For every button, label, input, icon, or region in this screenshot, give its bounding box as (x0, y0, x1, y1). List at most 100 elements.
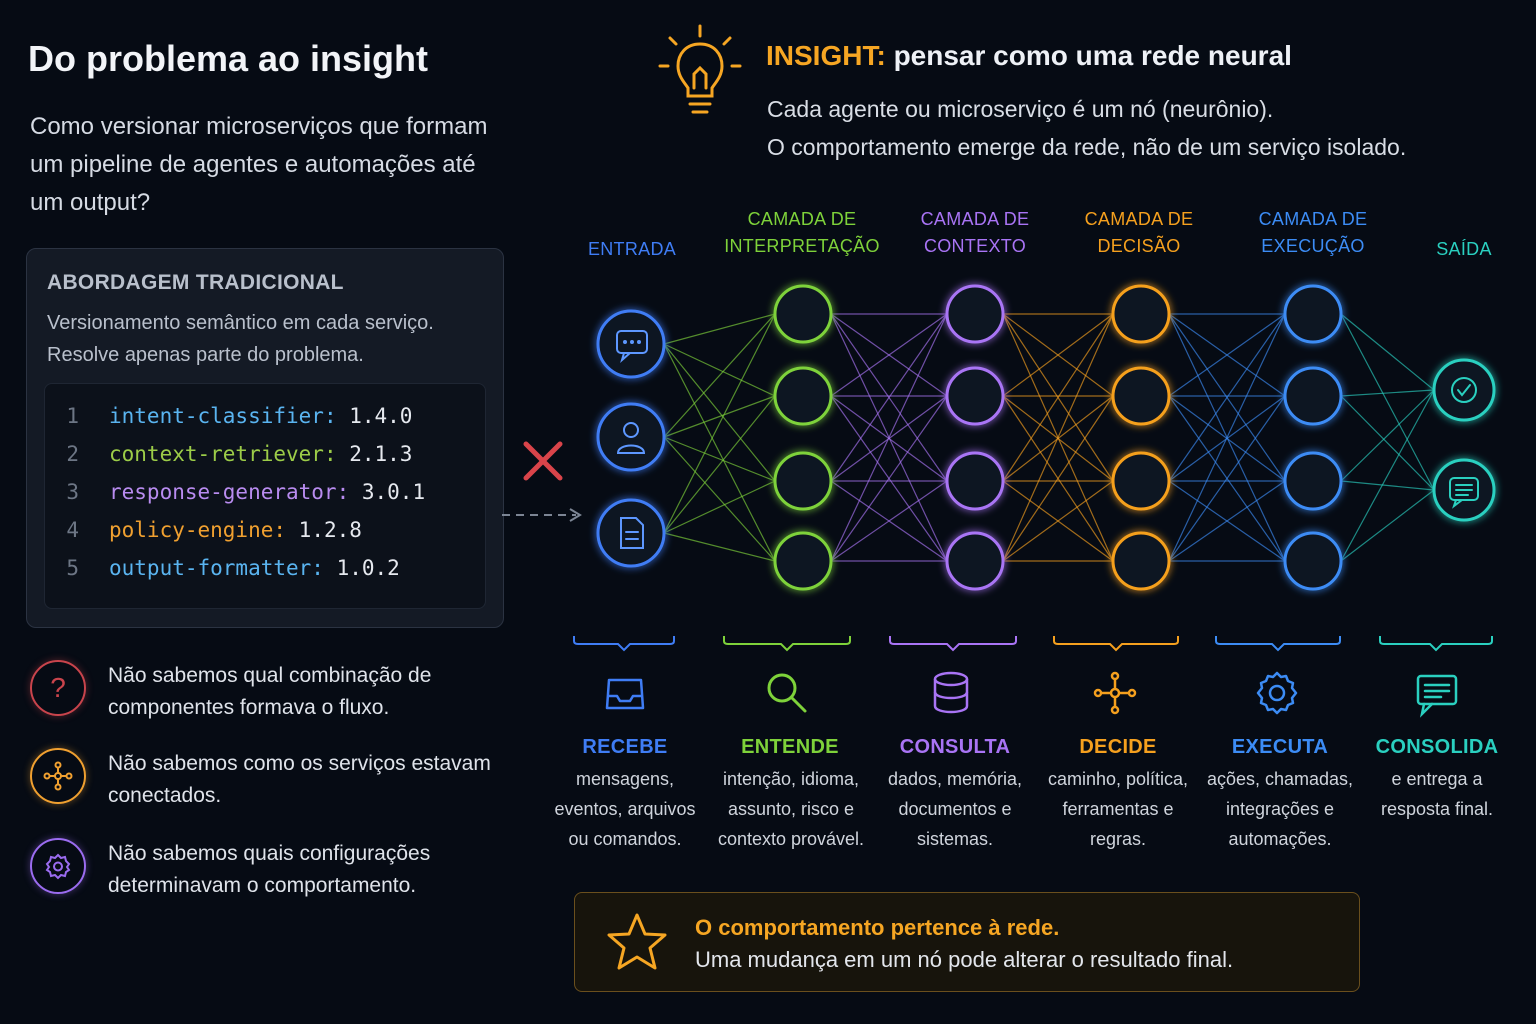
connection-edge (1168, 313, 1286, 562)
connection-edge (663, 532, 776, 562)
line-number: 3 (66, 480, 79, 504)
service-version: 1.0.2 (336, 556, 400, 580)
insight-line1: Cada agente ou microserviço é um nó (neu… (767, 96, 1274, 122)
network-node (1283, 366, 1343, 426)
connection-edge (1340, 395, 1435, 491)
code-entry: policy-engine: 1.2.8 (109, 518, 362, 542)
decision-network-icon (1093, 671, 1137, 715)
service-version: 2.1.3 (349, 442, 413, 466)
connection-edge (830, 313, 948, 397)
code-entry: intent-classifier: 1.4.0 (109, 404, 413, 428)
service-name: context-retriever (109, 442, 324, 466)
traditional-desc-line1: Versionamento semântico em cada serviço. (47, 312, 434, 334)
inbox-icon (605, 678, 645, 710)
connection-edge (1168, 395, 1286, 562)
service-version: 3.0.1 (361, 480, 426, 504)
insight-label: INSIGHT: (766, 40, 886, 71)
connection-edge (663, 313, 776, 438)
service-name: output-formatter (109, 556, 312, 580)
connection-edge (830, 395, 948, 562)
svg-text:?: ? (50, 673, 66, 703)
line-number: 4 (66, 518, 79, 542)
connection-edge (663, 343, 776, 482)
line-number: 2 (66, 442, 79, 466)
column-brace (573, 636, 675, 652)
conclusion-panel: O comportamento pertence à rede. Uma mud… (574, 892, 1360, 992)
connection-edge (1340, 313, 1435, 491)
traditional-approach-panel: ABORDAGEM TRADICIONAL Versionamento semâ… (26, 248, 504, 628)
lightbulb-icon (658, 24, 742, 114)
network-node (773, 451, 833, 511)
action-title-consulta: CONSULTA (899, 736, 1011, 758)
traditional-title: ABORDAGEM TRADICIONAL (47, 271, 344, 294)
check-circle-icon (1451, 377, 1477, 403)
service-version: 1.4.0 (349, 404, 413, 428)
connection-edge (1340, 489, 1435, 562)
layer-label-saida: SAÍDA (1436, 239, 1492, 259)
connection-edge (1168, 313, 1286, 397)
code-entry: response-generator: 3.0.1 (109, 480, 426, 504)
network-icon (30, 748, 86, 804)
problem-text: Não sabemos quais configurações determin… (108, 842, 431, 897)
service-name: policy-engine (109, 518, 274, 542)
action-title-consolida: CONSOLIDA (1375, 736, 1499, 758)
connection-edge (1340, 480, 1435, 491)
layer-label-entrada: ENTRADA (587, 239, 677, 259)
problem-text: Não sabemos como os serviços estavam con… (108, 752, 491, 807)
network-node (945, 531, 1005, 591)
connection-edge (663, 395, 776, 534)
code-entry: context-retriever: 2.1.3 (109, 442, 413, 466)
connection-edge (663, 343, 776, 562)
message-icon (1449, 477, 1479, 509)
traditional-description: Versionamento semântico em cada serviço.… (47, 307, 434, 371)
service-name: intent-classifier (109, 404, 324, 428)
dashed-arrow-icon (502, 508, 582, 522)
problem-text: Não sabemos qual combinação de component… (108, 664, 432, 719)
network-node (596, 309, 666, 379)
column-brace (1053, 636, 1179, 652)
chat-lines-icon (1416, 674, 1458, 718)
connection-edge (1002, 313, 1114, 397)
connection-edge (1340, 389, 1435, 562)
connection-edge (1340, 389, 1435, 397)
network-node (945, 284, 1005, 344)
line-number: 5 (66, 556, 79, 580)
gear-icon (1256, 671, 1298, 715)
service-name: response-generator (109, 480, 337, 504)
connection-edge (663, 313, 776, 534)
column-brace (723, 636, 851, 652)
search-icon (767, 673, 807, 713)
star-icon (607, 913, 667, 970)
connection-edge (1002, 480, 1114, 562)
insight-title: pensar como uma rede neural (893, 40, 1292, 71)
insight-line2: O comportamento emerge da rede, não de u… (767, 134, 1407, 160)
connection-edge (663, 436, 776, 562)
page-title: Do problema ao insight (28, 38, 429, 79)
question-icon: ? (30, 660, 86, 716)
network-node (1283, 531, 1343, 591)
column-brace (889, 636, 1017, 652)
database-icon (933, 671, 969, 714)
settings-icon (30, 838, 86, 894)
action-title-entende: ENTENDE (741, 736, 839, 758)
connection-edge (1168, 480, 1286, 562)
action-title-executa: EXECUTA (1231, 736, 1329, 758)
input-icons (616, 330, 648, 549)
network-node (1432, 358, 1496, 422)
network-node (1283, 451, 1343, 511)
conclusion-subtitle: Uma mudança em um nó pode alterar o resu… (695, 947, 1234, 972)
insight-headline: INSIGHT: pensar como uma rede neural (766, 40, 1292, 72)
connection-edge (1168, 313, 1286, 482)
action-title-recebe: RECEBE (582, 736, 668, 758)
connection-edge (830, 313, 948, 482)
chat-icon (616, 330, 648, 363)
network-node (945, 451, 1005, 511)
connection-edge (663, 313, 776, 345)
